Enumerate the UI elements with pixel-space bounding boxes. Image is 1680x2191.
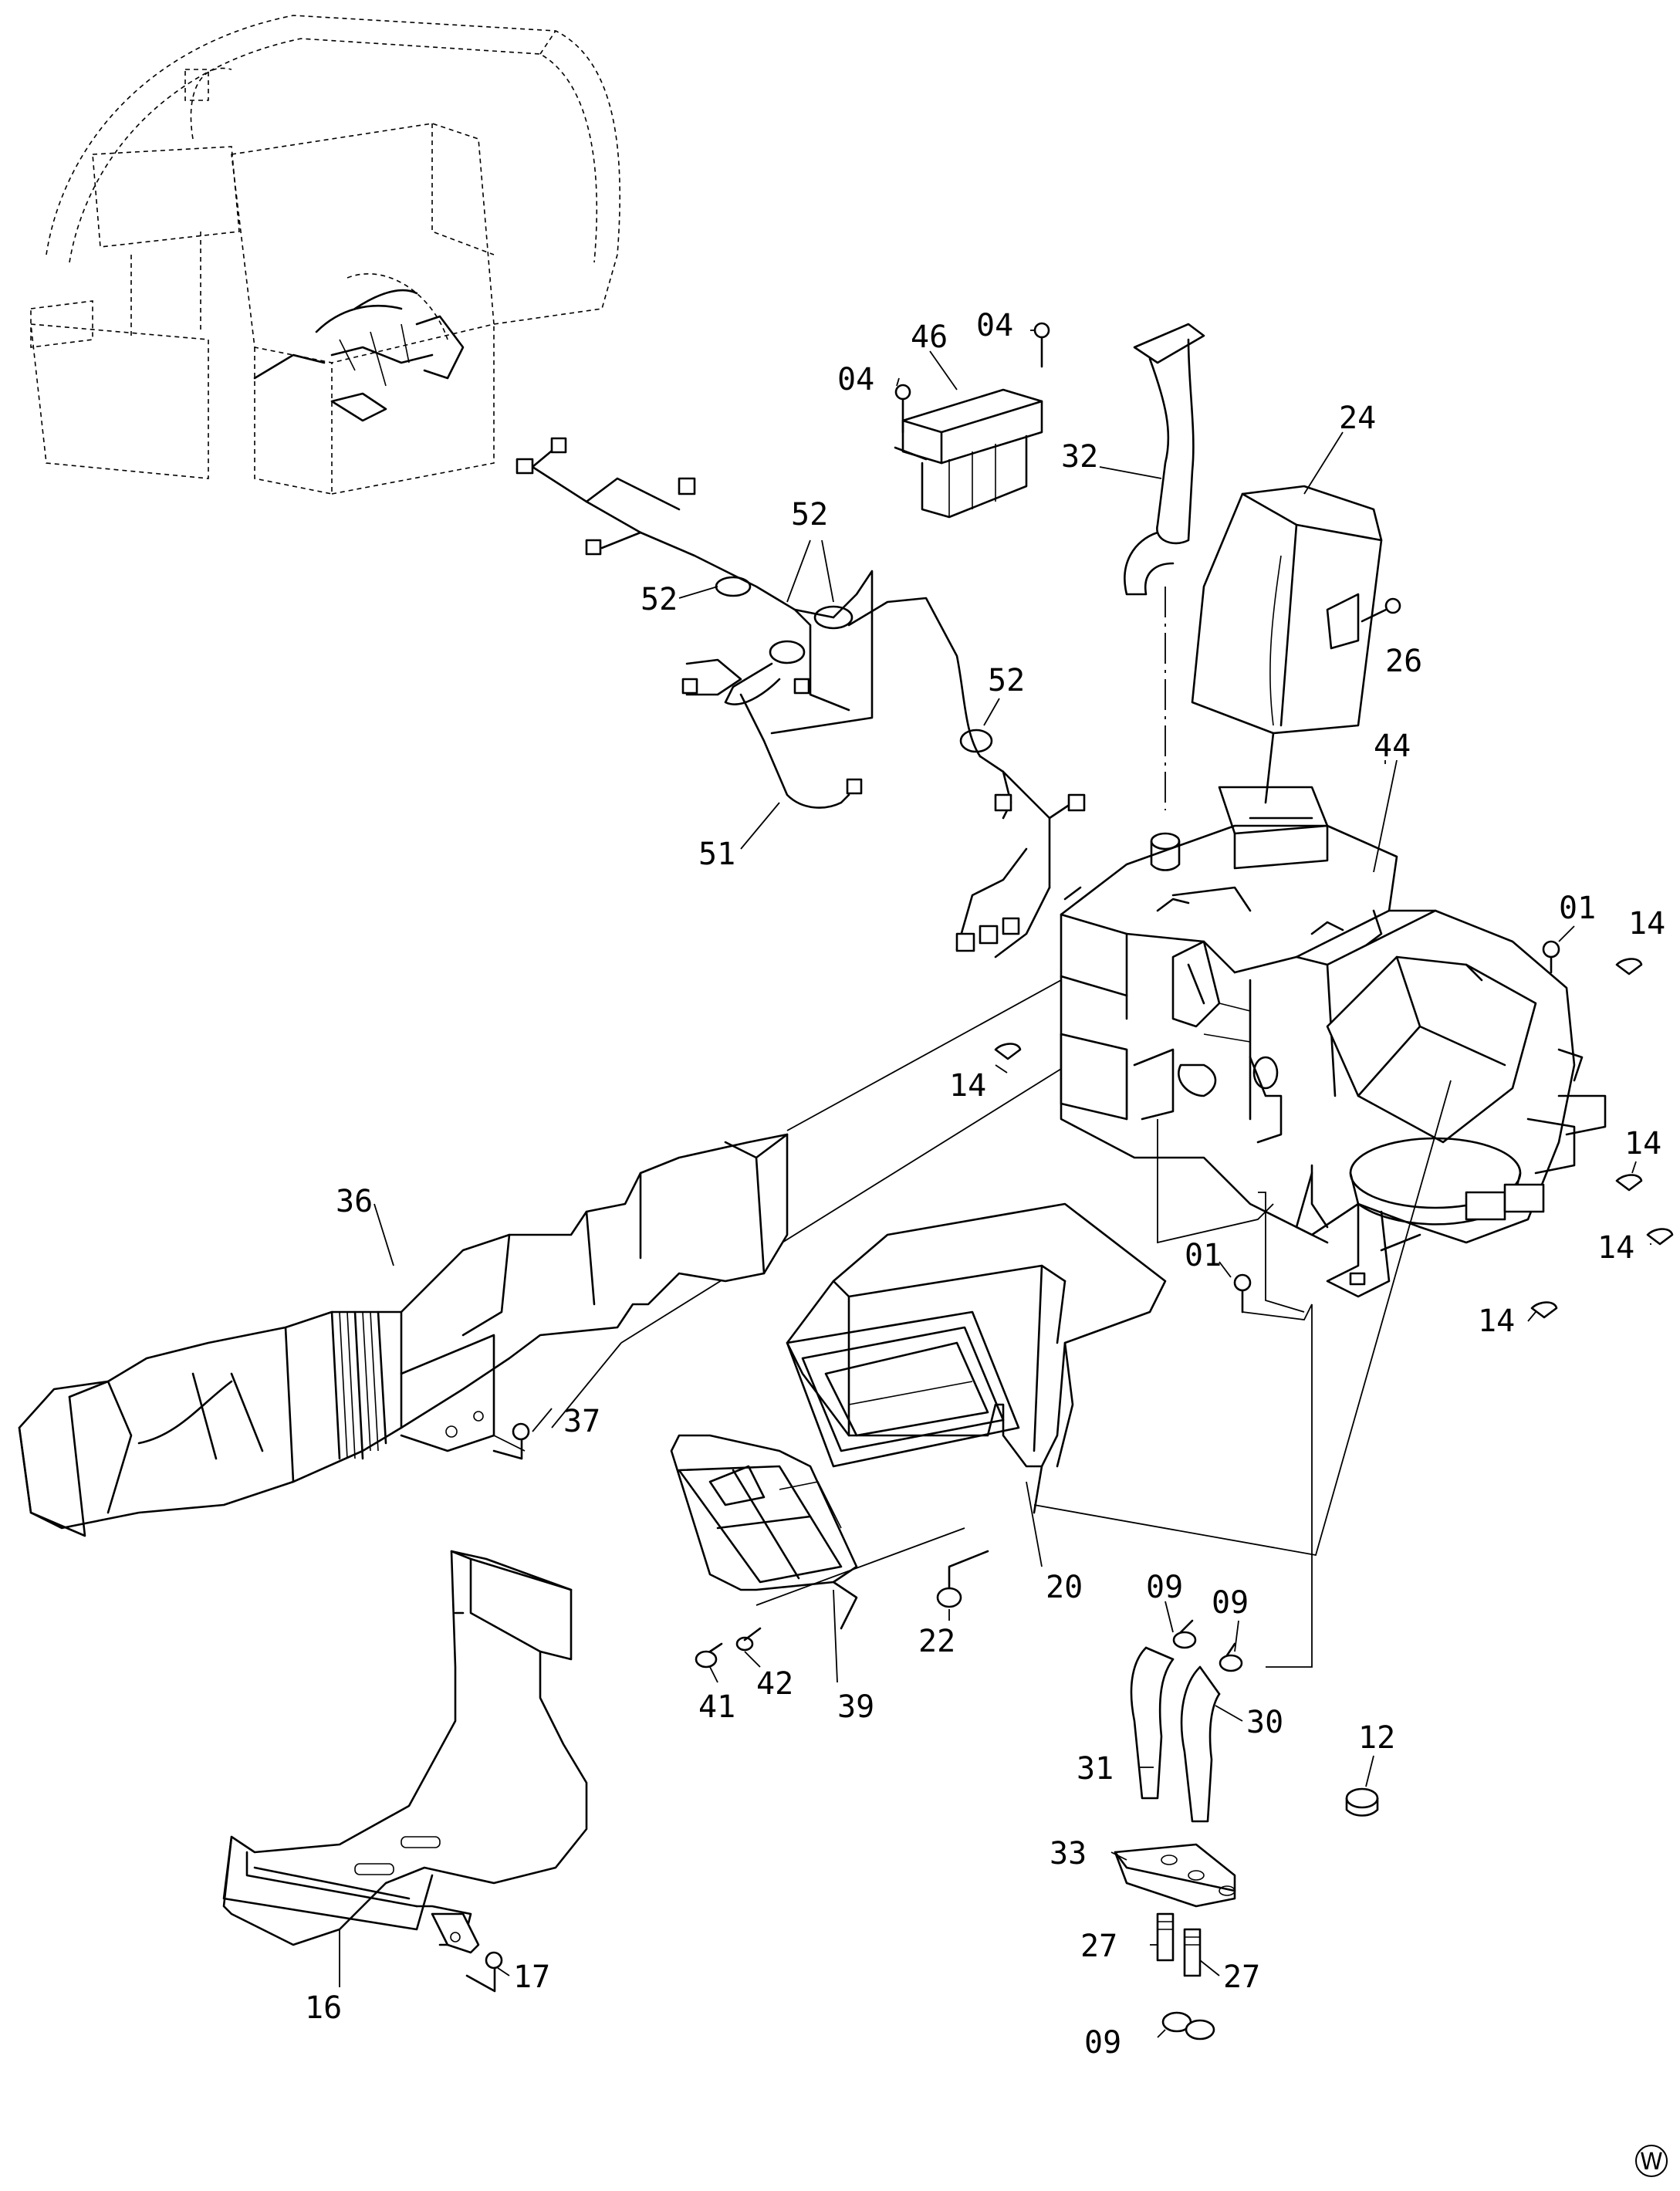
duct-16 — [222, 1550, 588, 1993]
leader-lines — [339, 330, 1651, 2038]
label-01-lower: 01 — [1185, 1238, 1222, 1273]
label-09-upper-left: 09 — [1146, 1570, 1183, 1605]
part-labels: 46 04 04 32 24 52 52 52 26 51 44 01 14 1… — [305, 308, 1665, 2061]
corner-mark-w: W — [1635, 2145, 1668, 2177]
label-44: 44 — [1374, 729, 1411, 764]
bolts — [1233, 940, 1560, 1314]
label-09-bottom: 09 — [1084, 2025, 1121, 2061]
label-20: 20 — [1046, 1570, 1083, 1605]
heater-unit-44 — [1060, 786, 1607, 1298]
label-52-top: 52 — [791, 497, 828, 533]
fasteners-41-42 — [695, 1627, 762, 1669]
label-41: 41 — [698, 1689, 735, 1725]
label-22: 22 — [918, 1624, 955, 1659]
label-14-lower: 14 — [1478, 1303, 1515, 1339]
label-27-left: 27 — [1080, 1929, 1117, 1964]
relay-box-46 — [894, 322, 1050, 519]
filter-housing-20 — [786, 1202, 1167, 1608]
label-31: 31 — [1077, 1751, 1114, 1787]
corner-mark-letter: W — [1640, 2149, 1663, 2176]
cap-12 — [1345, 1787, 1379, 1817]
label-16: 16 — [305, 1990, 342, 2026]
label-14-top-right: 14 — [1628, 906, 1665, 942]
label-09-upper-right: 09 — [1212, 1585, 1249, 1621]
label-24: 24 — [1339, 401, 1376, 436]
label-30: 30 — [1246, 1705, 1283, 1740]
label-52-right: 52 — [988, 663, 1025, 698]
label-14-far-right: 14 — [1597, 1230, 1634, 1266]
label-51: 51 — [698, 837, 735, 872]
label-04-top: 04 — [976, 308, 1013, 343]
label-12: 12 — [1358, 1720, 1395, 1756]
label-52-left: 52 — [641, 582, 678, 617]
plugs-14 — [994, 958, 1674, 1319]
label-33: 33 — [1050, 1836, 1087, 1871]
cab-overview — [30, 15, 620, 495]
label-42: 42 — [756, 1666, 793, 1702]
reference-lines — [551, 979, 1452, 1668]
label-27-right: 27 — [1223, 1959, 1260, 1995]
duct-24 — [1191, 485, 1401, 804]
drain-hose-32 — [1124, 323, 1205, 810]
label-26: 26 — [1385, 644, 1422, 679]
label-14-right: 14 — [1624, 1126, 1661, 1161]
filter-39 — [670, 1434, 965, 1630]
label-32: 32 — [1061, 439, 1098, 475]
label-17: 17 — [513, 1959, 550, 1995]
label-36: 36 — [336, 1184, 373, 1219]
label-37: 37 — [563, 1404, 600, 1439]
label-39: 39 — [837, 1689, 874, 1725]
wire-harness-51 — [515, 437, 1086, 959]
label-14-center: 14 — [949, 1068, 986, 1104]
label-01-top: 01 — [1559, 891, 1596, 926]
duct-36 — [18, 1133, 789, 1537]
label-46: 46 — [911, 320, 948, 355]
label-04-left: 04 — [837, 362, 874, 397]
